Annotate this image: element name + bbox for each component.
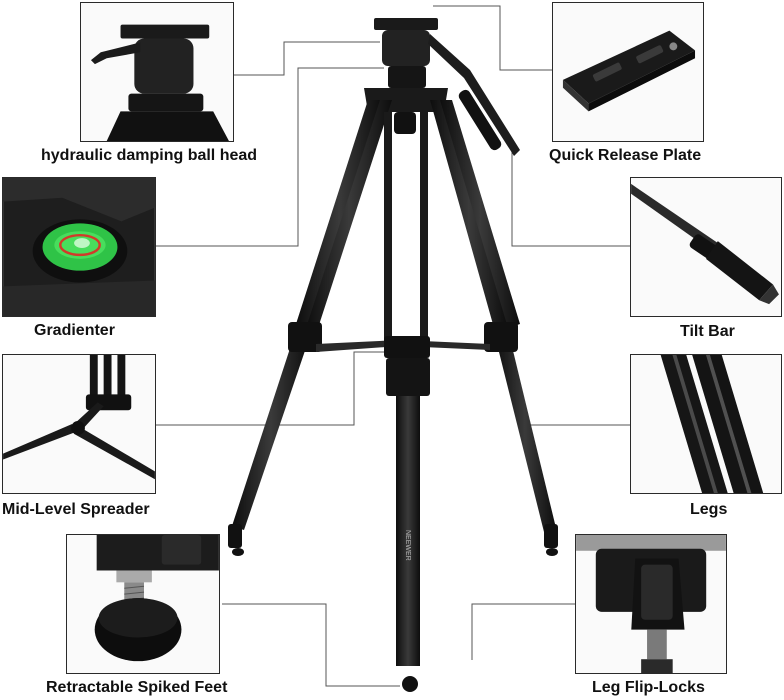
tilt-bar-image bbox=[631, 178, 781, 316]
flip-locks-image bbox=[576, 535, 726, 673]
gradienter-image bbox=[3, 178, 155, 316]
caption-gradienter: Gradienter bbox=[34, 322, 115, 339]
panel-feet bbox=[66, 534, 220, 674]
spreader-image bbox=[3, 355, 155, 493]
tripod-legs bbox=[232, 100, 556, 532]
quick-release-plate-image bbox=[553, 3, 703, 141]
caption-tilt-bar: Tilt Bar bbox=[680, 323, 735, 340]
caption-feet: Retractable Spiked Feet bbox=[46, 679, 228, 696]
panel-tilt-bar bbox=[630, 177, 782, 317]
panel-legs bbox=[630, 354, 782, 494]
caption-quick-release: Quick Release Plate bbox=[549, 147, 702, 164]
panel-spreader bbox=[2, 354, 156, 494]
caption-ball-head: hydraulic damping ball head bbox=[41, 147, 258, 164]
brand-mark: NEEWER bbox=[404, 530, 411, 561]
fluid-head bbox=[374, 18, 520, 156]
panel-flip-locks bbox=[575, 534, 727, 674]
panel-quick-release bbox=[552, 2, 704, 142]
legs-image bbox=[631, 355, 781, 493]
caption-legs: Legs bbox=[690, 501, 728, 518]
panel-ball-head bbox=[80, 2, 234, 142]
spiked-feet-image bbox=[67, 535, 219, 673]
caption-spreader: Mid-Level Spreader bbox=[2, 501, 150, 518]
panel-gradienter bbox=[2, 177, 156, 317]
ball-head-image bbox=[81, 3, 233, 141]
caption-flip-locks: Leg Flip-Locks bbox=[592, 679, 705, 696]
